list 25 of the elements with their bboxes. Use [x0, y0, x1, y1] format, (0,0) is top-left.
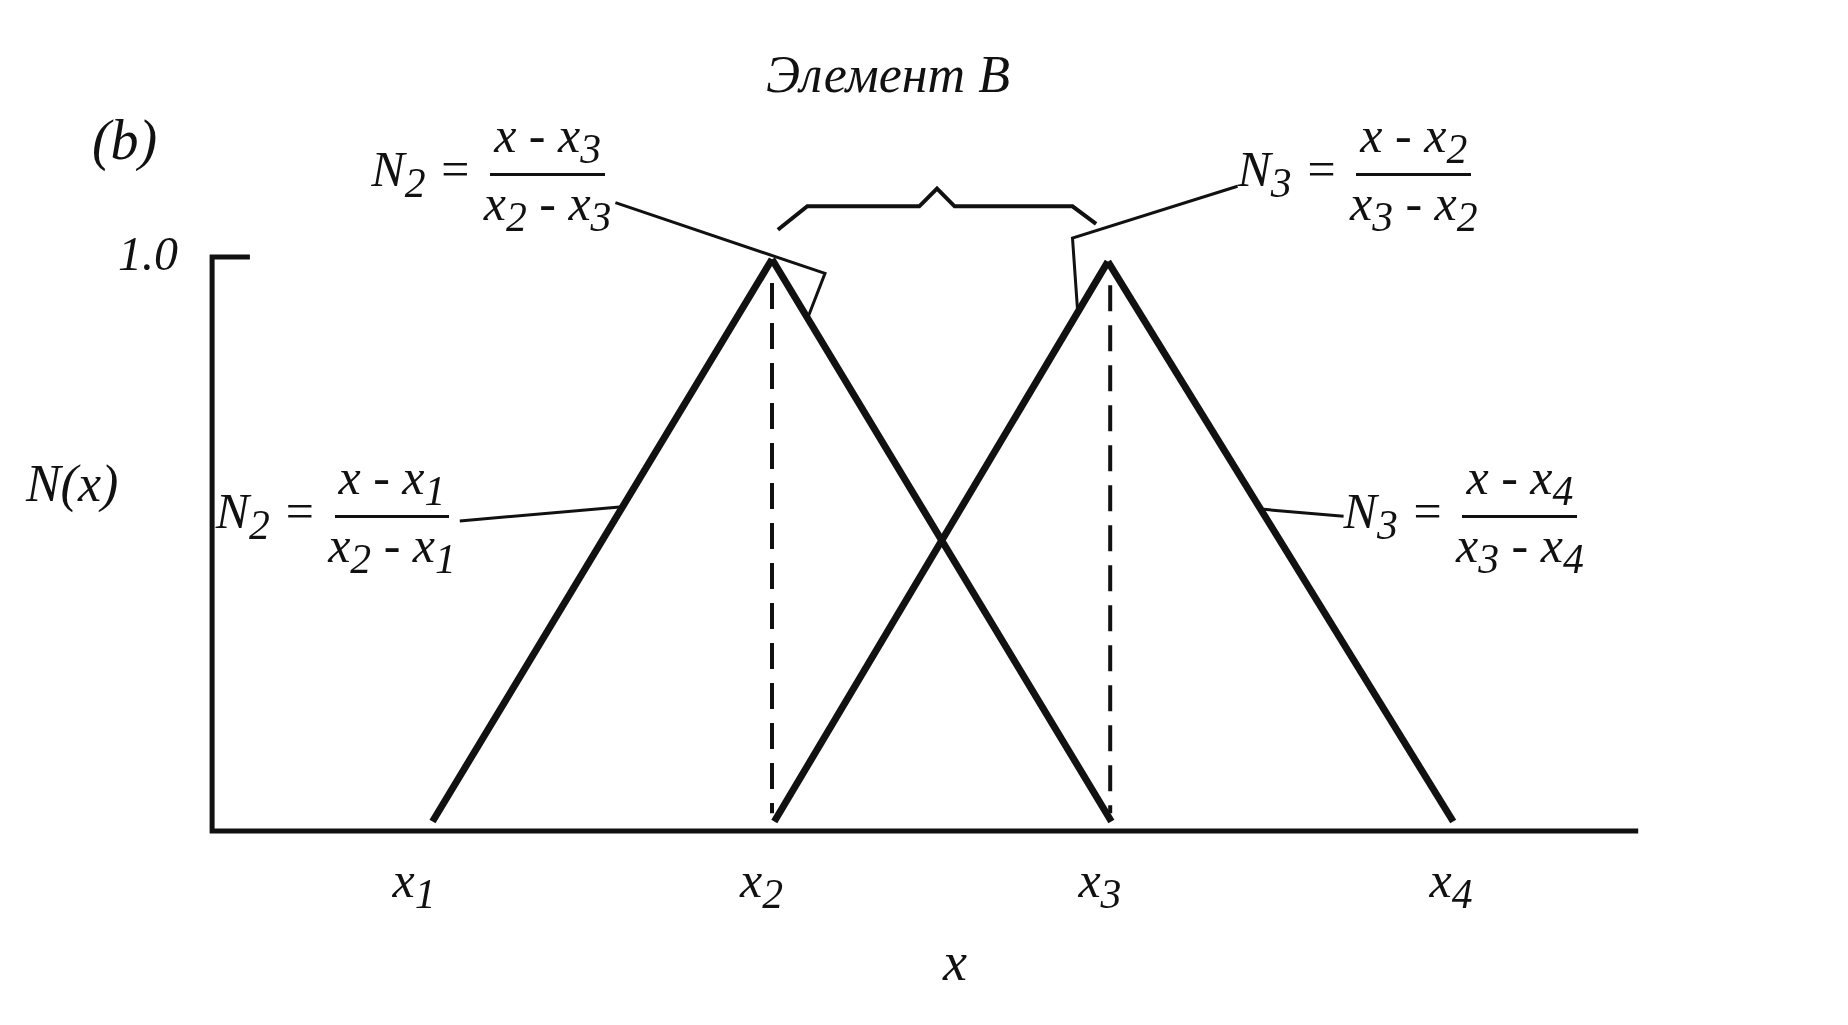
formula-term: N$_{3}$ =	[1343, 484, 1445, 549]
fraction-numerator: x - x$_{3}$	[490, 108, 605, 177]
fraction-denominator: x$_{2}$ - x$_{1}$	[326, 518, 457, 583]
title: Элемент B	[766, 44, 1010, 104]
panel-label: (b)	[91, 108, 158, 173]
tick-label: x$_{2}$	[740, 850, 784, 918]
fraction-denominator: x$_{2}$ - x$_{3}$	[482, 176, 613, 242]
shape-function-line	[1104, 259, 1457, 824]
tick-label: x$_{4}$	[1429, 850, 1473, 918]
fraction-denominator: x$_{3}$ - x$_{4}$	[1454, 518, 1585, 583]
fraction-numerator: x - x$_{4}$	[1462, 450, 1578, 518]
formula-term: N$_{2}$ =	[215, 484, 317, 549]
fraction-numerator: x - x$_{2}$	[1356, 108, 1472, 177]
tick-label: x$_{1}$	[392, 850, 436, 918]
formula-term: N$_{2}$ =	[371, 142, 472, 208]
axis-title: N(x)	[25, 453, 119, 513]
axis-title: x	[942, 931, 967, 994]
formula-term: N$_{3}$ =	[1237, 142, 1338, 208]
tick-label: 1.0	[117, 226, 178, 282]
fraction-numerator: x - x$_{1}$	[334, 450, 450, 518]
leader-line	[614, 201, 827, 319]
leader-line	[1260, 507, 1344, 518]
tick-label: x$_{3}$	[1078, 850, 1122, 918]
leader-line	[459, 505, 623, 523]
fraction-denominator: x$_{3}$ - x$_{2}$	[1348, 176, 1479, 242]
